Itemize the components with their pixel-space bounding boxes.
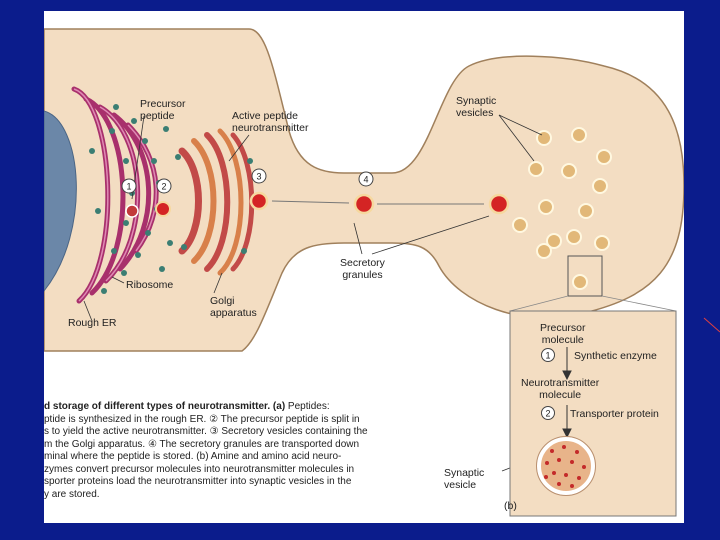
- label-synthetic-enzyme: Synthetic enzyme: [574, 350, 657, 362]
- label-secretory-granules-line2: granules: [342, 269, 383, 281]
- label-inset-neurotransmitter-line1: Neurotransmitter: [521, 377, 600, 389]
- label-rough-er: Rough ER: [68, 317, 117, 329]
- label-precursor-peptide-line2: peptide: [140, 110, 175, 122]
- rough-er-highlight: [73, 88, 157, 302]
- zoom-box: [567, 255, 603, 297]
- label-active-peptide-line2: neurotransmitter: [232, 122, 309, 134]
- caption-line-3: m the Golgi apparatus. ④ The secretory g…: [44, 438, 360, 450]
- caption-line-4: minal where the peptide is stored. (b) A…: [44, 451, 342, 462]
- caption-line-5: zymes convert precursor molecules into n…: [44, 463, 355, 475]
- label-inset-vesicle: Synaptic vesicle: [444, 467, 484, 491]
- label-inset-vesicle-line1: Synaptic: [444, 467, 485, 479]
- label-active-peptide: Active peptide neurotransmitter: [232, 110, 308, 134]
- inset-vesicle-molecules: [544, 445, 586, 488]
- caption-title: d storage of different types of neurotra…: [44, 401, 286, 412]
- label-precursor-peptide-line1: Precursor: [140, 98, 186, 110]
- caption-line-7: y are stored.: [44, 488, 100, 500]
- golgi-granule: [155, 201, 171, 217]
- label-precursor-peptide: Precursor peptide: [140, 98, 186, 122]
- neuron-cytoplasm: [44, 28, 684, 352]
- label-secretory-granules-line1: Secretory: [340, 257, 385, 269]
- step-4-number: 4: [363, 175, 368, 185]
- caption-title-line: d storage of different types of neurotra…: [44, 401, 416, 414]
- step-3-number: 3: [256, 172, 261, 182]
- label-inset-neurotransmitter-line2: molecule: [539, 389, 582, 401]
- nucleus: [44, 110, 77, 292]
- label-golgi: Golgi apparatus: [210, 295, 257, 319]
- label-golgi-line2: apparatus: [210, 307, 257, 319]
- zoom-lines: [509, 295, 677, 312]
- step-numbers: 1 2 3 4: [126, 172, 368, 192]
- label-synaptic-vesicles: Synaptic vesicles: [456, 95, 496, 119]
- label-inset-precursor: Precursor molecule: [540, 322, 586, 346]
- inset-arrows: [562, 347, 572, 439]
- label-inset-vesicle-line2: vesicle: [444, 479, 477, 491]
- label-golgi-line1: Golgi: [210, 295, 235, 307]
- label-panel-b: (b): [504, 500, 517, 512]
- inset-vesicle-rim: [536, 436, 596, 496]
- caption-line-6: sporter proteins load the neurotransmitt…: [44, 476, 352, 487]
- synaptic-vesicles: [512, 127, 612, 290]
- step-circles: [121, 168, 374, 194]
- inset-panel: [509, 310, 677, 517]
- inset-step-2-number: 2: [545, 409, 550, 419]
- inset-step-1-number: 1: [545, 351, 550, 361]
- neuron-diagram: 1 2 3 4 1 2: [44, 28, 684, 517]
- secretory-granules: [249, 191, 510, 215]
- label-synaptic-vesicles-line2: vesicles: [456, 107, 494, 119]
- step-1-number: 1: [126, 182, 131, 192]
- caption-line-2: s to yield the active neurotransmitter. …: [44, 426, 368, 437]
- inset-step-circles: [541, 348, 555, 420]
- label-active-peptide-line1: Active peptide: [232, 110, 298, 122]
- caption-line-1: ptide is synthesized in the rough ER. ② …: [44, 413, 360, 425]
- label-transporter-protein: Transporter protein: [570, 408, 659, 420]
- slide: 1 2 3 4 1 2: [44, 11, 684, 523]
- label-synaptic-vesicles-line1: Synaptic: [456, 95, 497, 107]
- step-2-number: 2: [161, 182, 166, 192]
- caption-title-tail: Peptides:: [285, 401, 330, 412]
- label-ribosome: Ribosome: [126, 279, 174, 291]
- label-inset-precursor-line1: Precursor: [540, 322, 586, 334]
- precursor-peptide-blob: [125, 204, 139, 218]
- transport-arrows: [271, 200, 484, 205]
- figure-caption: d storage of different types of neurotra…: [44, 401, 416, 501]
- label-inset-precursor-line2: molecule: [541, 334, 584, 346]
- inset-step-numbers: 1 2: [545, 351, 550, 419]
- label-secretory-granules: Secretory granules: [340, 257, 385, 281]
- label-inset-neurotransmitter: Neurotransmitter molecule: [521, 377, 599, 401]
